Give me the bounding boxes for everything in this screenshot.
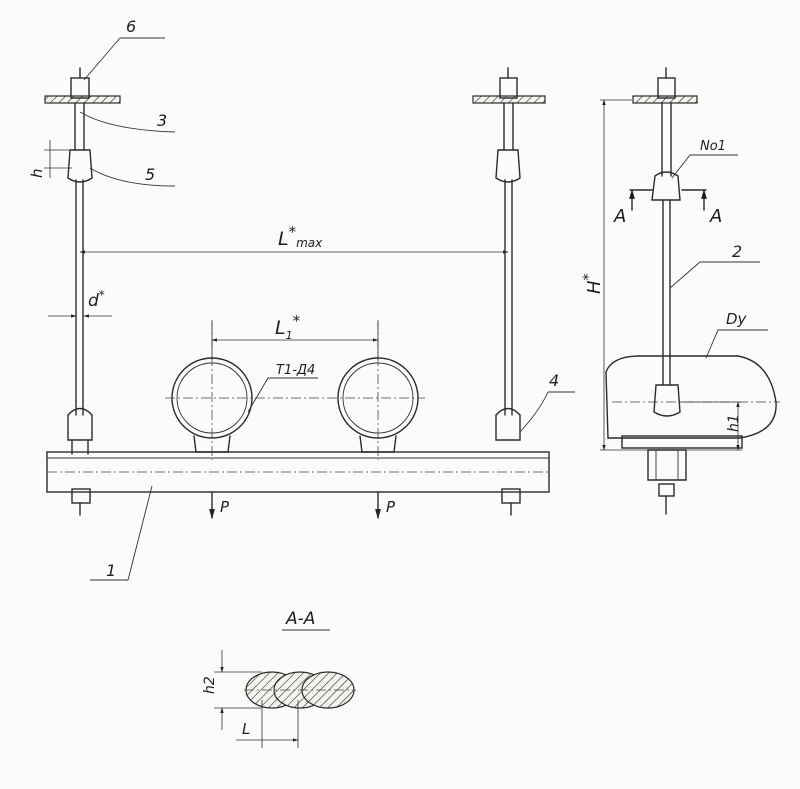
left-top-nut-icon bbox=[70, 77, 90, 99]
callout-5: 5 bbox=[145, 165, 155, 184]
right-top-nut-icon bbox=[499, 77, 518, 99]
dim-l1-label: L1* bbox=[275, 312, 301, 342]
right-support-plate bbox=[472, 95, 546, 104]
right-turnbuckle-icon bbox=[495, 149, 521, 183]
section-title: A-A bbox=[285, 609, 315, 629]
dim-d-label: d* bbox=[88, 288, 105, 311]
side-turnbuckle-icon bbox=[651, 171, 681, 201]
section-mark-right: A bbox=[709, 206, 722, 227]
callout-dy: Dy bbox=[726, 310, 748, 328]
cross-beam bbox=[46, 451, 550, 493]
section-mark-left: A bbox=[613, 206, 626, 227]
dim-L-label: L bbox=[242, 720, 250, 738]
side-clevis-icon bbox=[653, 384, 681, 417]
side-beam-end-icon bbox=[647, 449, 687, 481]
callout-6: 6 bbox=[126, 17, 136, 36]
left-turnbuckle-icon bbox=[67, 149, 93, 183]
pipe-type-label: T1-Д4 bbox=[276, 363, 315, 378]
right-bottom-nut-icon bbox=[501, 488, 521, 504]
side-pipe-body bbox=[605, 355, 777, 439]
left-bottom-nut-icon bbox=[71, 488, 91, 504]
dim-h-label: h bbox=[28, 168, 46, 178]
side-top-nut-icon bbox=[657, 77, 676, 99]
callout-4: 4 bbox=[549, 371, 559, 390]
dim-h2-label: h2 bbox=[202, 676, 218, 694]
left-hanger bbox=[44, 67, 121, 516]
load-p-right: P bbox=[386, 498, 396, 516]
side-view bbox=[605, 67, 780, 515]
dim-H-label: H* bbox=[581, 273, 605, 294]
callout-2: 2 bbox=[732, 242, 742, 261]
callout-1: 1 bbox=[106, 561, 116, 580]
right-hanger bbox=[472, 67, 546, 516]
left-clevis-icon bbox=[67, 407, 93, 441]
side-support-plate bbox=[632, 95, 698, 104]
dim-h1-label: h1 bbox=[726, 414, 742, 432]
left-support-plate bbox=[44, 95, 121, 104]
load-p-left: P bbox=[220, 498, 230, 516]
section-aa-view bbox=[244, 671, 356, 709]
callout-3: 3 bbox=[157, 111, 167, 130]
right-clevis-icon bbox=[495, 407, 521, 441]
callout-no1: No1 bbox=[700, 139, 726, 154]
dim-lmax-label: L*max bbox=[278, 223, 323, 250]
